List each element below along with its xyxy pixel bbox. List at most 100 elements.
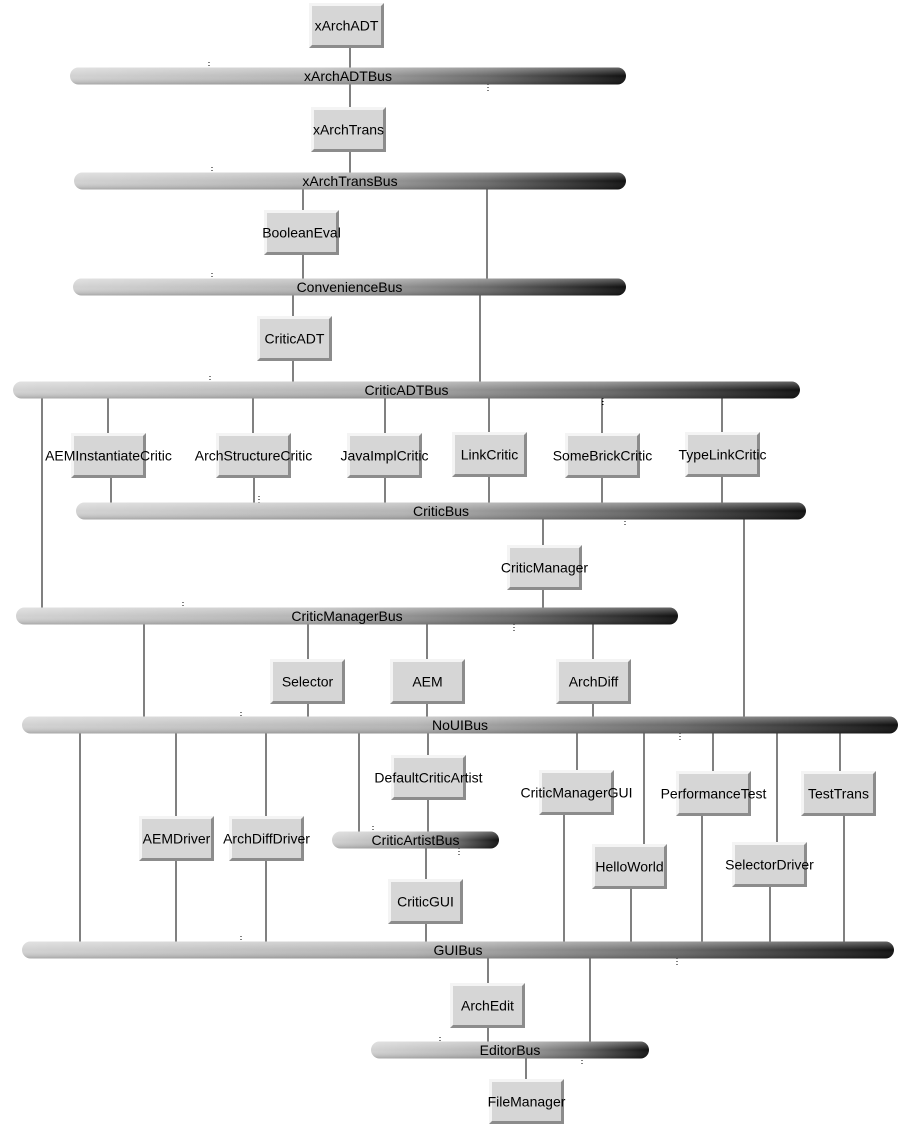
bus-bar-shade [76, 502, 806, 520]
component-face [542, 773, 611, 812]
bus-bar-shade [332, 831, 499, 849]
component-face [391, 882, 460, 921]
component-face [393, 662, 462, 701]
component-face [735, 845, 804, 884]
bus-critic-artist-bus: CriticArtistBus [332, 831, 499, 849]
component-face [510, 548, 579, 587]
component-label: ArchDiff [569, 674, 619, 690]
bus-label: ConvenienceBus [297, 279, 403, 295]
component-face [559, 662, 628, 701]
bus-gui-bus: GUIBus [22, 941, 894, 959]
component-test-trans: TestTrans [801, 771, 876, 816]
component-label: Selector [282, 674, 334, 690]
component-face [688, 435, 757, 474]
component-face [492, 1082, 561, 1121]
component-x-arch-adt: xArchADT [309, 3, 384, 48]
component-face [804, 774, 873, 813]
bus-x-arch-trans-bus: xArchTransBus [74, 172, 626, 190]
component-label: TestTrans [808, 786, 869, 802]
component-java-impl-critic: JavaImplCritic [341, 433, 429, 478]
component-label: CriticManager [501, 560, 588, 576]
component-type-link-critic: TypeLinkCritic [679, 432, 767, 477]
component-label: JavaImplCritic [341, 448, 429, 464]
component-label: CriticADT [265, 331, 325, 347]
bus-bar-shade [73, 278, 626, 296]
bus-label: CriticManagerBus [291, 608, 402, 624]
component-arch-diff: ArchDiff [556, 659, 631, 704]
component-face [267, 213, 336, 252]
bus-critic-bus: CriticBus [76, 502, 806, 520]
bus-label: xArchTransBus [302, 173, 397, 189]
component-label: ArchDiffDriver [223, 831, 310, 847]
component-label: ArchStructureCritic [195, 448, 312, 464]
component-performance-test: PerformanceTest [661, 771, 767, 816]
buses: xArchADTBus xArchTransBusConvenienceBusCr… [13, 67, 898, 1059]
bus-bar-shade [22, 716, 898, 734]
component-label: PerformanceTest [661, 786, 767, 802]
component-file-manager: FileManager [488, 1079, 566, 1124]
component-critic-manager-gui: CriticManagerGUI [520, 770, 633, 815]
bus-label: CriticArtistBus [372, 832, 460, 848]
component-face [455, 435, 524, 474]
component-label: ArchEdit [461, 998, 514, 1014]
bus-no-ui-bus: NoUIBus [22, 716, 898, 734]
component-face [679, 774, 748, 813]
bus-bar-shade [22, 941, 894, 959]
component-face [314, 110, 383, 149]
component-label: HelloWorld [595, 859, 663, 875]
component-label: TypeLinkCritic [679, 447, 767, 463]
bus-label: CriticBus [413, 503, 469, 519]
component-face [312, 6, 381, 45]
component-face [394, 758, 463, 797]
component-critic-gui: CriticGUI [388, 879, 463, 924]
bus-bar-shade [70, 67, 626, 85]
bus-label: NoUIBus [432, 717, 488, 733]
component-label: AEMInstantiateCritic [45, 448, 172, 464]
component-hello-world: HelloWorld [592, 844, 667, 889]
component-arch-structure-critic: ArchStructureCritic [195, 433, 312, 478]
component-x-arch-trans: xArchTrans [311, 107, 386, 152]
bus-bar-shade [74, 172, 626, 190]
component-face [260, 319, 329, 358]
component-default-critic-artist: DefaultCriticArtist [374, 755, 483, 800]
component-label: LinkCritic [461, 447, 519, 463]
component-aem-driver: AEMDriver [139, 816, 214, 861]
component-aem-instantiate-critic: AEMInstantiateCritic [45, 433, 172, 478]
component-label: CriticGUI [397, 894, 454, 910]
component-face [273, 662, 342, 701]
component-arch-edit: ArchEdit [450, 983, 525, 1028]
bus-label: CriticADTBus [364, 382, 448, 398]
component-face [453, 986, 522, 1025]
component-some-brick-critic: SomeBrickCritic [553, 433, 653, 478]
bus-x-arch-adt-bus: xArchADTBus [70, 67, 626, 85]
component-arch-diff-driver: ArchDiffDriver [223, 816, 310, 861]
component-face [142, 819, 211, 858]
component-boolean-eval: BooleanEval [262, 210, 341, 255]
connectors [41, 48, 845, 1079]
component-face [350, 436, 419, 475]
bus-editor-bus: EditorBus [371, 1041, 649, 1059]
component-label: SelectorDriver [725, 857, 814, 873]
component-label: BooleanEval [262, 225, 341, 241]
bus-critic-manager-bus: CriticManagerBus [16, 607, 678, 625]
component-label: SomeBrickCritic [553, 448, 653, 464]
component-face [595, 847, 664, 886]
component-label: xArchTrans [313, 122, 384, 138]
component-face [232, 819, 301, 858]
component-label: DefaultCriticArtist [374, 770, 482, 786]
component-link-critic: LinkCritic [452, 432, 527, 477]
component-label: AEM [412, 674, 442, 690]
component-critic-adt: CriticADT [257, 316, 332, 361]
bus-critic-adt-bus: CriticADTBus [13, 381, 800, 399]
bus-label: EditorBus [480, 1042, 541, 1058]
component-critic-manager: CriticManager [501, 545, 588, 590]
bus-bar-shade [13, 381, 800, 399]
component-label: CriticManagerGUI [520, 785, 632, 801]
component-aem: AEM [390, 659, 465, 704]
bus-convenience-bus: ConvenienceBus [73, 278, 626, 296]
bus-bar-shade [16, 607, 678, 625]
component-face [568, 436, 637, 475]
component-label: FileManager [488, 1094, 566, 1110]
